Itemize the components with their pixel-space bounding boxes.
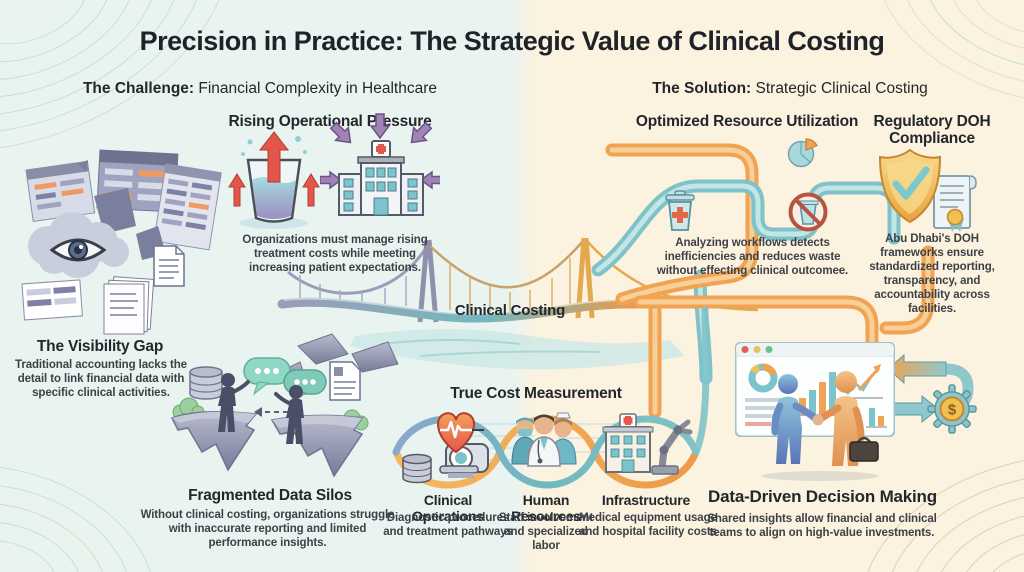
- rising-pressure-caption: Organizations must manage rising treatme…: [242, 234, 428, 275]
- optimized-title: Optimized Resource Utilization: [635, 113, 859, 130]
- data-silos-caption: Without clinical costing, organizations …: [140, 509, 395, 550]
- heart-ekg-icon: [436, 412, 484, 454]
- line-chart-icon: [845, 364, 883, 399]
- no-waste-sign-icon: [788, 192, 828, 232]
- database-small-icon: [402, 453, 432, 484]
- compliance-title: Regulatory DOH Compliance: [873, 113, 991, 148]
- visibility-gap-title: The Visibility Gap: [36, 338, 164, 355]
- shattered-data-collage: [21, 149, 222, 335]
- arrow-left-into-dashboard: [887, 353, 947, 385]
- window-traffic-dots: [741, 346, 773, 353]
- human-resources-label: Human Resources: [511, 492, 581, 524]
- hospital-small-icon: [602, 413, 654, 473]
- handshake-figures: [762, 371, 879, 481]
- silo-gap-arrow: [252, 407, 288, 417]
- certificate-icon: [933, 175, 977, 232]
- arrow-right-into-gear: [889, 394, 939, 424]
- contour-decoration-top-left: [0, 0, 229, 152]
- hospital-under-pressure-icon: [320, 113, 440, 216]
- challenge-header-rest: Financial Complexity in Healthcare: [194, 80, 438, 97]
- decision-arrows: [887, 353, 974, 424]
- solution-header-rest: Strategic Clinical Costing: [751, 80, 928, 97]
- human-resources-caption: Staff involvement and specialized labor: [498, 512, 594, 553]
- clinical-operations-label: Clinical Operations: [412, 492, 484, 524]
- robot-arm-icon: [651, 419, 693, 475]
- contour-decoration-bottom-left: [0, 465, 156, 572]
- clinical-operations-icon: [402, 412, 489, 484]
- document-shard-icon: [153, 245, 185, 287]
- doctor-center: [527, 414, 561, 467]
- handshake-hands: [812, 414, 824, 426]
- speech-bubble-icon: [243, 357, 327, 405]
- report-document-icon: [329, 361, 361, 401]
- challenge-header: The Challenge: Financial Complexity in H…: [60, 80, 460, 98]
- donut-chart-icon: [748, 363, 778, 393]
- clinical-operations-caption: Diagnostic procedures and treatment path…: [383, 512, 513, 539]
- measurement-title: True Cost Measurement: [450, 385, 622, 402]
- medical-waste-bin-icon: [665, 190, 695, 231]
- small-bar-chart-icon: [866, 408, 887, 428]
- solution-header: The Solution: Strategic Clinical Costing: [600, 80, 980, 98]
- page-title: Precision in Practice: The Strategic Val…: [139, 26, 885, 56]
- compliance-shield-icon: [878, 148, 977, 232]
- human-resources-icon: [511, 412, 577, 467]
- infrastructure-icon: [602, 413, 693, 475]
- dollar-sign-glyph: $: [948, 402, 957, 419]
- database-icon: [189, 366, 223, 400]
- optimized-caption: Analyzing workflows detects inefficienci…: [656, 237, 849, 278]
- infrastructure-caption: Medical equipment usage and hospital fac…: [579, 512, 717, 539]
- bridge: [277, 237, 863, 323]
- water: [350, 329, 685, 370]
- infrastructure-label: Infrastructure: [601, 492, 691, 508]
- bridge-label: Clinical Costing: [454, 302, 566, 319]
- visibility-gap-caption: Traditional accounting lacks the detail …: [15, 359, 187, 400]
- challenge-header-bold: The Challenge:: [82, 80, 195, 97]
- financial-person-figure: [771, 374, 821, 464]
- mri-scanner-icon: [439, 443, 489, 478]
- silo-figure-right: [274, 385, 304, 444]
- data-silos-illustration: [170, 357, 369, 478]
- contour-decoration-top-right: [878, 0, 1024, 104]
- cost-gear-icon: $: [927, 384, 977, 434]
- silo-island-left: [170, 397, 258, 472]
- shield-check-icon: [878, 148, 942, 224]
- overflowing-glass-icon: [228, 131, 320, 229]
- decision-caption: Shared insights allow financial and clin…: [707, 513, 937, 540]
- decision-title: Data-Driven Decision Making: [708, 487, 937, 506]
- contour-decoration-bottom-right: [860, 455, 1024, 572]
- cloud-eye-icon: [28, 212, 129, 278]
- data-silos-title: Fragmented Data Silos: [188, 487, 352, 504]
- clinical-person-figure: [815, 371, 879, 466]
- compliance-caption: Abu Dhabi's DOH frameworks ensure standa…: [869, 233, 995, 316]
- pie-chart-icon: [787, 138, 818, 168]
- briefcase-icon: [849, 436, 879, 462]
- solution-header-bold: The Solution:: [652, 80, 752, 97]
- paper-stack-icon: [103, 276, 155, 335]
- silo-figure-left: [218, 373, 250, 432]
